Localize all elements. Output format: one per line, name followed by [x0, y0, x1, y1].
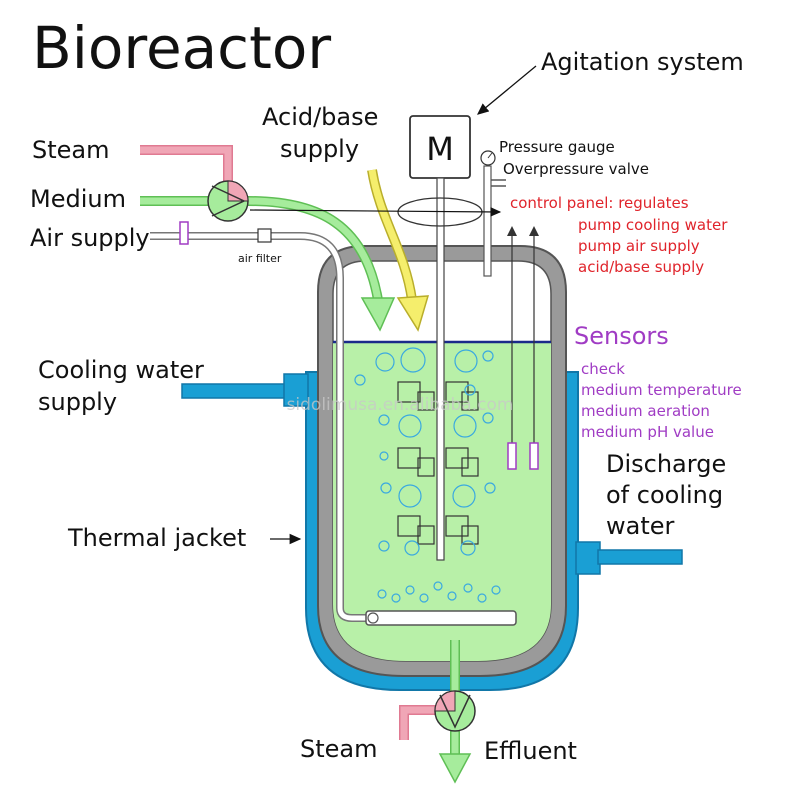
- diagram-title: Bioreactor: [32, 14, 331, 82]
- effluent-pump: [434, 690, 476, 732]
- control-signal-arrow: [249, 207, 502, 217]
- discharge-label-line1: Discharge: [606, 450, 726, 478]
- sensors-heading: Sensors: [574, 322, 669, 350]
- cooling-supply-pipe: [181, 373, 309, 407]
- sensor-line-2: medium aeration: [581, 402, 710, 420]
- control-line-1: pump cooling water: [578, 216, 728, 234]
- steam-top-label: Steam: [32, 136, 110, 164]
- cooling-supply-label-line1: Cooling water: [38, 356, 204, 384]
- agitation-system-label: Agitation system: [541, 48, 744, 76]
- agitation-pointer: [476, 65, 537, 115]
- air-bubbles: [354, 347, 501, 603]
- acid-base-label-line1: Acid/base: [262, 103, 378, 131]
- steam-pipe-bottom: [399, 705, 436, 740]
- effluent-arrow: [438, 753, 472, 784]
- motor-label: M: [426, 130, 454, 168]
- control-line-2: pump air supply: [578, 237, 700, 255]
- sensor-line-3: medium pH value: [581, 423, 714, 441]
- air-filter-icon: [257, 228, 272, 243]
- pressure-gauge-label: Pressure gauge: [499, 138, 615, 156]
- control-line-3: acid/base supply: [578, 258, 704, 276]
- pressure-gauge-assembly: [480, 150, 506, 277]
- effluent-label: Effluent: [484, 737, 577, 765]
- medium-pump: [207, 180, 249, 222]
- medium-label: Medium: [30, 185, 126, 213]
- sensors-text: check medium temperature medium aeration…: [581, 360, 742, 441]
- discharge-label-line3: water: [606, 512, 675, 540]
- cooling-supply-label-line2: supply: [38, 388, 117, 416]
- air-filter-label: air filter: [238, 252, 282, 265]
- sensor-probes: [507, 226, 539, 470]
- watermark-text: sidolimusa.en.alibaba.com: [287, 395, 514, 415]
- agitator-shaft: [436, 177, 445, 561]
- acid-base-arrow: [396, 295, 430, 332]
- sensor-line-1: medium temperature: [581, 381, 742, 399]
- thermal-jacket-label: Thermal jacket: [67, 524, 246, 552]
- air-supply-label: Air supply: [30, 224, 150, 252]
- sensor-line-0: check: [581, 360, 625, 378]
- impellers: [397, 381, 479, 545]
- air-valve-icon: [179, 221, 189, 245]
- overpressure-valve-label: Overpressure valve: [503, 160, 649, 178]
- steam-bottom-label: Steam: [300, 735, 378, 763]
- sparger: [365, 610, 517, 626]
- air-supply-line: [150, 232, 368, 622]
- medium-inlet-arrow: [360, 297, 396, 332]
- discharge-label-line2: of cooling: [606, 481, 723, 509]
- control-panel-text: control panel: regulates pump cooling wa…: [510, 194, 728, 276]
- control-line-0: control panel: regulates: [510, 194, 689, 212]
- acid-base-label-line2: supply: [280, 135, 359, 163]
- cooling-discharge-pipe: [575, 541, 683, 575]
